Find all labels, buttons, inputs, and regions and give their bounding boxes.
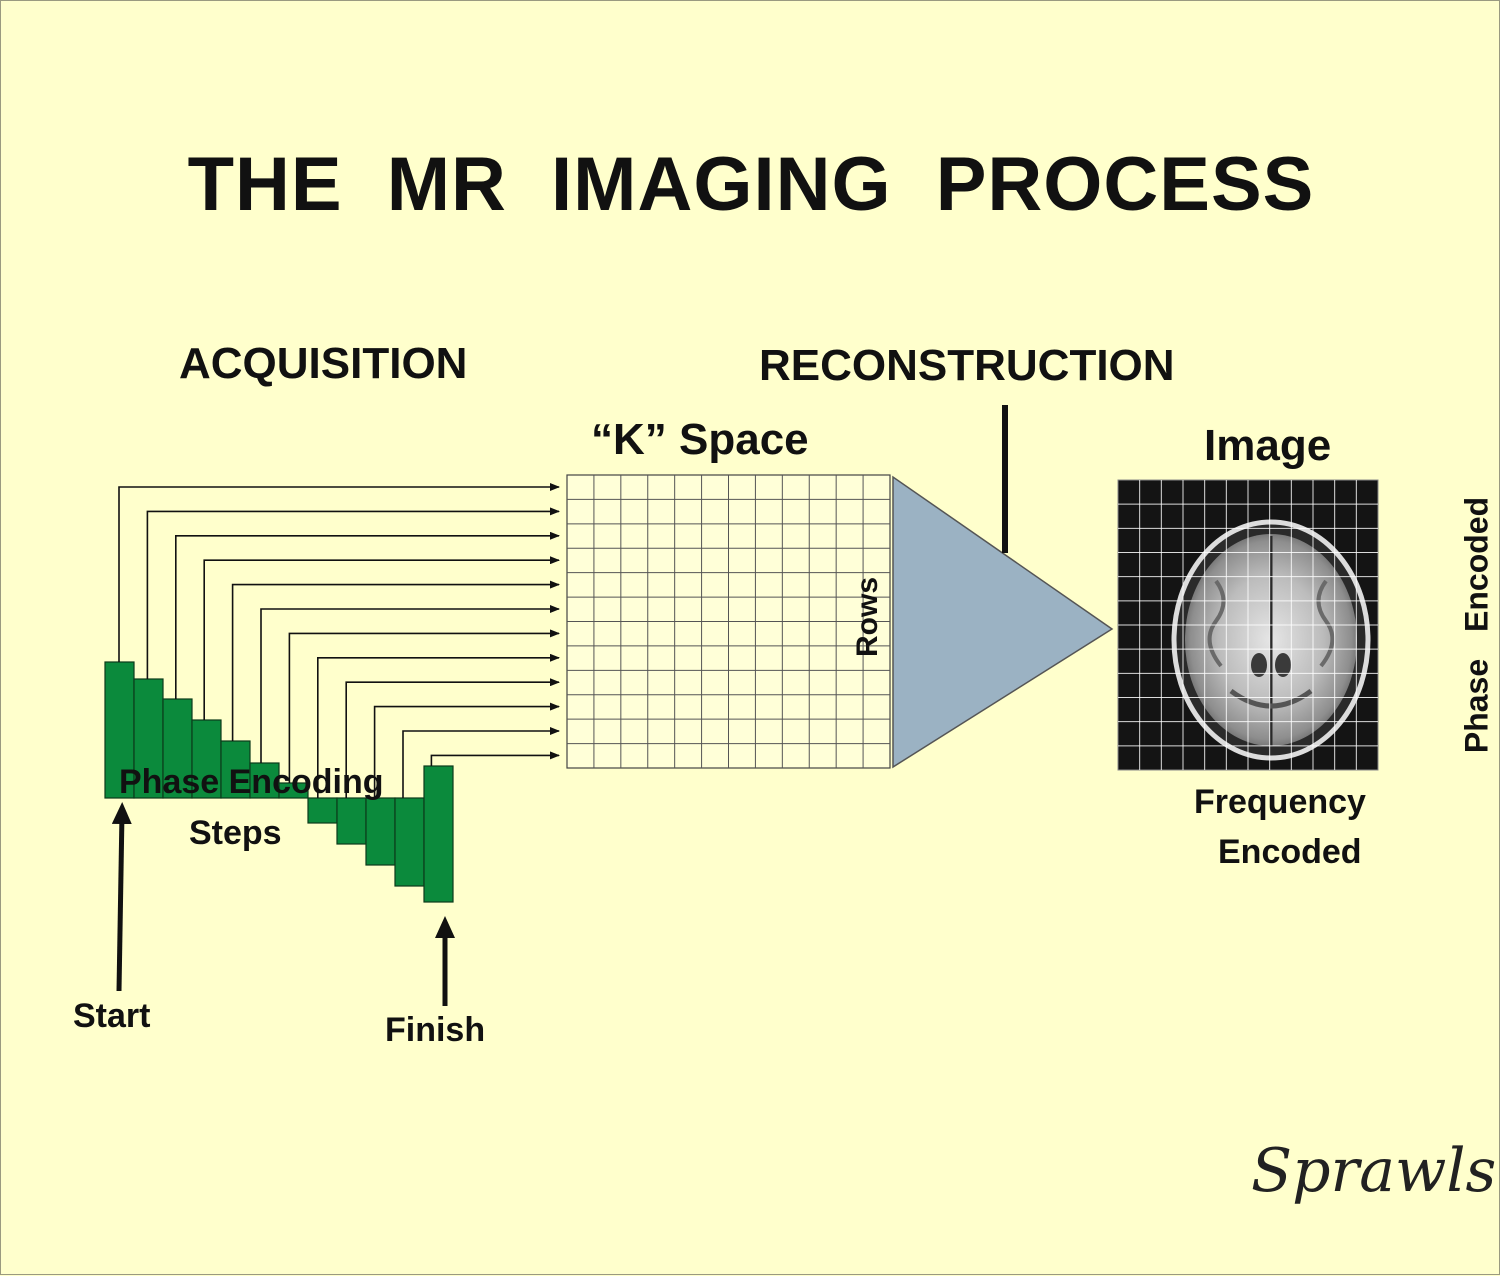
phase-step-bar bbox=[104, 661, 135, 799]
acquisition-line bbox=[345, 678, 560, 798]
start-arrow bbox=[111, 802, 132, 992]
phase-encoding-steps bbox=[104, 661, 454, 903]
phase-encoded-label: Phase Encoded bbox=[1458, 496, 1495, 754]
phase-step-bar bbox=[423, 765, 454, 903]
finish-label: Finish bbox=[385, 1011, 486, 1049]
acquisition-heading: ACQUISITION bbox=[179, 339, 468, 388]
rows-label: Rows bbox=[851, 576, 884, 658]
brain-scan-icon bbox=[1171, 519, 1371, 761]
page-title: THE MR IMAGING PROCESS bbox=[187, 142, 1315, 227]
phase-step-bar bbox=[365, 797, 396, 866]
acquisition-line bbox=[146, 507, 560, 679]
acquisition-line bbox=[316, 653, 560, 798]
acquisition-line bbox=[118, 483, 560, 662]
acquisition-line bbox=[373, 702, 560, 798]
acquisition-line bbox=[231, 580, 560, 741]
acquisition-line bbox=[430, 751, 560, 766]
acquisition-line bbox=[260, 605, 560, 763]
phase-step-bar bbox=[249, 762, 280, 799]
reconstruction-heading: RECONSTRUCTION bbox=[759, 341, 1175, 390]
acquisition-line bbox=[288, 629, 560, 783]
steps-label: Steps bbox=[189, 814, 282, 852]
acquisition-line bbox=[175, 531, 560, 699]
image-label: Image bbox=[1204, 421, 1332, 470]
kspace-label: “K” Space bbox=[591, 415, 809, 464]
phase-step-bar bbox=[162, 698, 193, 799]
phase-step-bar bbox=[394, 797, 425, 887]
mr-image bbox=[1117, 479, 1379, 771]
start-label: Start bbox=[73, 997, 151, 1035]
frequency-label: Frequency bbox=[1194, 783, 1366, 821]
acquisition-lines bbox=[118, 483, 560, 798]
kspace-grid bbox=[566, 474, 891, 769]
acquisition-line bbox=[203, 556, 560, 720]
frequency-encoded-label: Encoded bbox=[1218, 833, 1362, 871]
signature: Sprawls bbox=[1251, 1136, 1497, 1206]
phase-step-bar bbox=[336, 797, 367, 845]
phase-step-bar bbox=[133, 678, 164, 799]
acquisition-line bbox=[402, 727, 560, 798]
image-grid bbox=[1118, 480, 1378, 770]
phase-encoding-label: Phase Encoding bbox=[119, 763, 384, 801]
phase-step-bar bbox=[278, 782, 309, 799]
phase-step-bar bbox=[220, 740, 251, 799]
